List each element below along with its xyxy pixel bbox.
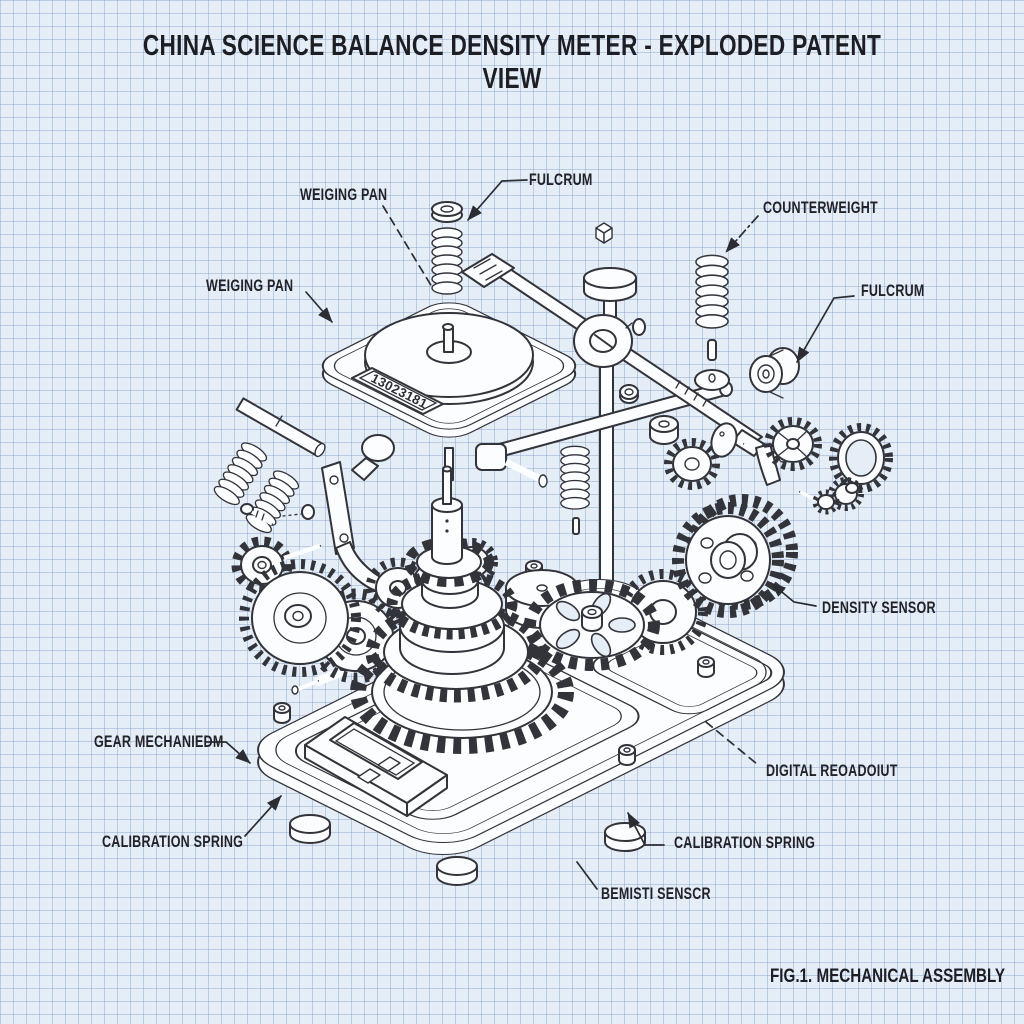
fulcrum-roller [749, 347, 800, 399]
left-gear-1 [239, 559, 361, 677]
label-calibration-spring-center: CALIBRATION SPRING [674, 834, 816, 852]
weighing-pan-drawing: 13023181 [321, 302, 577, 481]
small-gear-a [664, 438, 720, 490]
leader-density-sensor-bottom [576, 861, 598, 890]
center-column [431, 465, 463, 565]
small-cube-part [595, 222, 613, 244]
fulcrum-washer [431, 201, 463, 223]
pan-id-plate [351, 367, 444, 415]
pan-spring [431, 227, 463, 295]
leader-fulcrum-right [796, 295, 855, 363]
leader-calibration-spring-center [627, 812, 665, 846]
small-bolt [240, 503, 273, 526]
calibration-spring-left-drawing [211, 438, 302, 537]
stand-post [583, 267, 637, 641]
leader-digital-readout [705, 721, 758, 765]
label-calibration-spring-left: CALIBRATION SPRING [102, 833, 244, 851]
label-counterweight: COUNTERWEIGHT [763, 199, 878, 217]
figure-caption: FIG.1. MECHANICAL ASSEMBLY [770, 966, 1006, 987]
leader-lines [205, 179, 855, 890]
spoked-gear-small [764, 417, 822, 471]
label-weighing-pan-left: WEIGING PAN [206, 277, 294, 295]
crank-lever [743, 441, 781, 486]
left-gear-cluster [211, 397, 498, 684]
right-parts-row [649, 415, 893, 618]
label-density-sensor-right: DENSITY SENSOR [822, 599, 936, 617]
label-density-sensor-bottom: BEMISTI SENSCR [601, 885, 711, 903]
leader-weighing-pan-left [305, 291, 333, 323]
knurled-cap [649, 415, 679, 445]
page-title: CHINA SCIENCE BALANCE DENSITY METER - EX… [142, 30, 882, 95]
ring-gear [828, 423, 893, 511]
central-gear-stack [350, 465, 708, 754]
leader-calibration-spring-left [244, 795, 282, 837]
density-sensor-gear [672, 494, 798, 618]
label-weighing-pan-top: WEIGING PAN [300, 186, 388, 204]
leader-counterweight [725, 215, 759, 253]
tall-gear-right [618, 569, 708, 655]
leader-fulcrum-top [467, 179, 528, 221]
small-crank-pin [799, 489, 840, 515]
leader-gear-mechanism [205, 741, 251, 764]
leader-density-sensor-right [770, 582, 817, 607]
lcd-window [329, 722, 423, 780]
leader-weighing-pan-top [382, 205, 433, 288]
digital-display-module [304, 716, 448, 817]
pivot-hub [573, 314, 646, 368]
oval-cam [705, 422, 738, 458]
adjust-lever [282, 434, 395, 595]
label-digital-readout: DIGITAL REOADOIUT [766, 762, 898, 780]
display-button [357, 768, 381, 784]
label-gear-mechanism: GEAR MECHANIEDM [94, 733, 224, 751]
label-fulcrum-right: FULCRUM [861, 282, 925, 300]
center-spring [560, 445, 590, 535]
display-button [377, 756, 401, 772]
label-fulcrum-top: FULCRUM [529, 171, 593, 189]
spoked-gear [524, 579, 660, 671]
counterweight-spring [694, 254, 730, 391]
